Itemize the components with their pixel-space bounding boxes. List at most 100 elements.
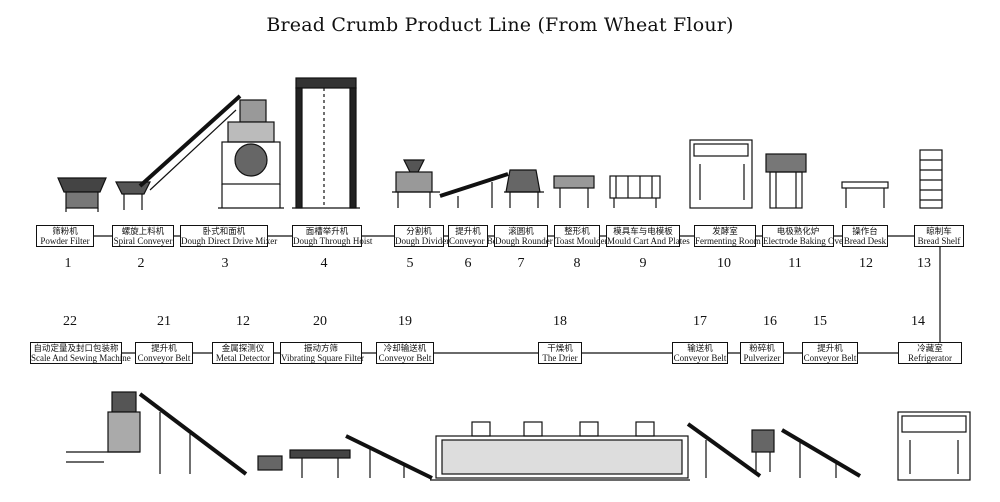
step-label-chinese: 滚圆机 xyxy=(508,227,534,237)
step-label-english: Vibrating Square Filter xyxy=(281,352,364,363)
step-label-chinese: 操作台 xyxy=(852,227,878,237)
step-number: 10 xyxy=(717,256,731,271)
step-label-chinese: 冷藏室 xyxy=(917,344,943,354)
vibrating-filter-machine xyxy=(289,449,351,478)
step-number: 15 xyxy=(813,314,827,329)
step-label-chinese: 晾制车 xyxy=(926,227,952,237)
step-label-english: Pulverizer xyxy=(743,352,781,363)
step-number: 18 xyxy=(553,314,567,329)
step-number: 1 xyxy=(64,256,72,271)
step-label-english: Conveyor Belt xyxy=(449,235,502,246)
powder-filter-machine xyxy=(57,177,107,212)
step-label-english: Bread Shelf xyxy=(917,235,961,246)
toast-moulder-machine xyxy=(553,175,595,208)
step-number: 6 xyxy=(464,256,472,271)
step-label-chinese: 卧式和面机 xyxy=(202,227,246,237)
metal-detector-machine xyxy=(257,455,283,471)
step-label-english: Refrigerator xyxy=(908,352,952,363)
step-label-english: Scale And Sewing Machine xyxy=(31,352,131,363)
dough-rounder-machine xyxy=(504,169,544,208)
step-number: 5 xyxy=(406,256,414,271)
step-number: 16 xyxy=(763,314,777,329)
step-number: 3 xyxy=(221,256,229,271)
conveyor-belt-machine xyxy=(439,172,509,208)
incline-conveyor-machine xyxy=(138,392,248,476)
step-label-chinese: 电极熟化炉 xyxy=(776,227,820,237)
step-number: 11 xyxy=(788,256,802,271)
step-number: 21 xyxy=(157,314,171,329)
step-label-english: Dough Direct Drive Mixer xyxy=(181,235,278,246)
step-label-chinese: 粉碎机 xyxy=(749,344,775,354)
step-label-chinese: 提升机 xyxy=(455,227,481,237)
step-label-chinese: 自动定量及封口包装称 xyxy=(33,344,119,354)
baking-oven-machine xyxy=(765,153,807,209)
step-number: 8 xyxy=(573,256,581,271)
step-label-english: Dough Rounder xyxy=(495,235,553,246)
step-label-english: Conveyor Belt xyxy=(673,352,727,363)
step-label-english: Fermenting Room xyxy=(695,235,761,246)
refrigerator-machine xyxy=(897,411,971,481)
step-number: 22 xyxy=(63,314,77,329)
step-label-english: Dough Divider xyxy=(395,235,450,246)
step-number: 14 xyxy=(911,314,925,329)
step-label-chinese: 提升机 xyxy=(151,344,177,354)
step-number: 20 xyxy=(313,314,327,329)
dough-mixer-machine xyxy=(218,99,284,209)
step-number: 7 xyxy=(517,256,525,271)
lift-conveyor-machine xyxy=(780,428,862,478)
step-label-chinese: 整形机 xyxy=(564,227,590,237)
step-label-english: Conveyor Belt xyxy=(803,352,857,363)
step-label-chinese: 筛粉机 xyxy=(52,227,78,237)
dough-divider-machine xyxy=(392,159,440,208)
step-label-chinese: 提升机 xyxy=(817,344,843,354)
step-label-chinese: 金属探测仪 xyxy=(221,344,265,354)
scale-sewing-machine xyxy=(66,391,141,463)
step-label-english: Metal Detector xyxy=(215,352,271,363)
step-number: 12 xyxy=(236,314,250,329)
step-label-english: Conveyor Belt xyxy=(378,352,432,363)
step-label-english: Spiral Conveyer xyxy=(113,235,173,246)
step-label-chinese: 模具车与电模板 xyxy=(613,227,673,237)
step-label-chinese: 分割机 xyxy=(406,227,432,237)
step-label-english: Mould Cart And Plates xyxy=(607,235,690,246)
step-label-chinese: 振动方筛 xyxy=(303,344,338,354)
dough-hoist-machine xyxy=(292,77,360,209)
drier-machine xyxy=(430,421,690,481)
step-label-chinese: 发酵室 xyxy=(712,227,738,237)
step-number: 19 xyxy=(398,314,412,329)
step-label-english: Toast Moulder xyxy=(555,235,608,246)
step-label-chinese: 输送机 xyxy=(687,344,713,354)
mould-cart-machine xyxy=(609,175,661,208)
bread-desk-machine xyxy=(841,181,889,208)
diagram-title: Bread Crumb Product Line (From Wheat Flo… xyxy=(266,14,734,36)
step-label-english: Powder Filter xyxy=(40,235,90,246)
step-label-chinese: 干燥机 xyxy=(547,344,573,354)
bread-shelf-machine xyxy=(919,149,943,209)
step-label-english: Dough Through Hoist xyxy=(293,235,373,246)
step-label-chinese: 螺旋上料机 xyxy=(121,227,165,237)
fermenting-room-machine xyxy=(689,139,753,209)
step-number: 13 xyxy=(917,256,931,271)
step-number: 9 xyxy=(639,256,647,271)
step-number: 12 xyxy=(859,256,873,271)
step-label-english: The Drier xyxy=(542,352,578,363)
